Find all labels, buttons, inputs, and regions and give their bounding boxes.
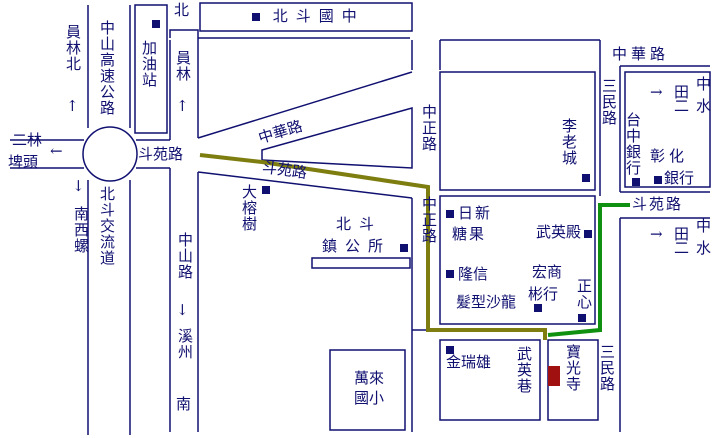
arrow-up-icon: ↑ <box>66 97 79 115</box>
arrow-right-icon: → <box>650 83 663 101</box>
label-sanmin-road-bottom: 三民路 <box>598 344 616 392</box>
label-douyuan-road-east: 斗苑路 <box>632 195 684 213</box>
marker-square <box>400 244 408 252</box>
label-longxin-line2: 髮型沙龍 <box>456 293 517 311</box>
jin-ruixiong-block <box>439 339 541 421</box>
label-shui-top: 水 <box>696 97 712 115</box>
marker-square <box>446 346 454 354</box>
label-nan-xiluo: 南西螺 <box>72 206 90 254</box>
shops-block <box>439 195 596 325</box>
label-tian-bottom: 田 <box>674 225 690 243</box>
marker-square <box>632 178 640 186</box>
label-shui-bottom: 水 <box>696 239 712 257</box>
label-xizhou: 溪州 <box>176 328 194 360</box>
bank-block <box>624 71 711 188</box>
marker-square <box>446 210 454 218</box>
label-wanlai-line2: 國小 <box>354 389 385 407</box>
label-beidou-junior-high: 北斗國中 <box>252 8 365 25</box>
top-road-connector <box>169 29 199 40</box>
label-zhengxin: 正心 <box>575 278 593 310</box>
marker-square <box>582 174 590 182</box>
label-yuanlin-bei: 員林北 <box>64 24 82 72</box>
temple-marker <box>548 366 560 386</box>
label-top-bei: 北 <box>174 1 190 19</box>
li-lao-city-block <box>439 71 596 191</box>
label-jin-ruixiong: 金瑞雄 <box>446 353 492 371</box>
label-pitou: 埤頭 <box>8 153 39 171</box>
zhonghua-road-top-edge <box>197 71 413 139</box>
label-big-banyan: 大榕樹 <box>240 184 258 232</box>
marker-square <box>252 13 260 21</box>
douyuan-road-bottom-edge <box>197 171 413 199</box>
label-town-office-line1: 北斗 <box>336 215 383 233</box>
marker-square <box>578 314 586 322</box>
label-yuanlin: 員林 <box>174 50 192 82</box>
route-olive <box>199 153 547 340</box>
label-longxin-line1: 隆信 <box>458 265 489 283</box>
label-tian-top: 田 <box>674 83 690 101</box>
label-gas-station: 加油站 <box>140 40 158 88</box>
label-er-top: 二 <box>674 97 690 115</box>
label-zhonghua-road-east: 中華路 <box>612 45 670 63</box>
label-douyuan-road-west: 斗苑路 <box>138 145 184 163</box>
beidou-junior-high-block <box>199 2 413 32</box>
label-rixin-line2: 糖果 <box>452 225 487 243</box>
roundabout <box>82 126 138 182</box>
label-erlin: 二林 <box>12 131 43 149</box>
wanlai-school-block <box>329 349 406 431</box>
marker-square <box>584 230 592 238</box>
label-zhong-bottom: 中 <box>696 217 712 235</box>
label-li-lao-city: 李老城 <box>560 118 578 166</box>
label-wanlai-line1: 萬來 <box>354 369 385 387</box>
label-beidou-interchange: 北斗交流道 <box>98 186 116 266</box>
town-office-block <box>311 257 411 269</box>
label-hongshang-line2: 彬行 <box>528 285 559 303</box>
label-rixin-line1: 日新 <box>458 204 493 222</box>
label-zhongzheng-road-top: 中正路 <box>420 104 438 152</box>
label-sanmin-road-top: 三民路 <box>600 78 618 126</box>
label-er-bottom: 二 <box>674 239 690 257</box>
arrow-left-icon: ← <box>50 142 63 160</box>
label-taichung-bank: 台中銀行 <box>624 112 642 176</box>
label-zhongzheng-road-bottom: 中正路 <box>420 196 438 244</box>
gas-station-block <box>134 4 168 134</box>
label-zhongshan-freeway: 中山高速公路 <box>98 20 116 116</box>
marker-square <box>534 304 542 312</box>
marker-square <box>654 176 662 184</box>
label-baoguang-temple: 寶光寺 <box>564 344 582 392</box>
arrow-down-icon: ↓ <box>176 301 189 319</box>
label-changhua-bank-line1: 彰化 <box>650 147 689 165</box>
label-wuying-hall: 武英殿 <box>536 223 582 241</box>
label-beidou-junior-high-text: 北斗國中 <box>272 7 365 25</box>
label-changhua-bank-line2: 銀行 <box>664 169 695 187</box>
route-green <box>547 203 630 337</box>
wedge-block <box>261 107 413 169</box>
arrow-up-icon: ↑ <box>176 97 189 115</box>
marker-square <box>152 20 160 28</box>
label-town-office-line2: 鎮公所 <box>322 237 392 255</box>
label-wuying-alley: 武英巷 <box>515 346 533 394</box>
marker-square <box>446 270 454 278</box>
label-zhong-top: 中 <box>696 75 712 93</box>
label-zhongshan-road: 中山路 <box>176 232 194 280</box>
arrow-right-icon: → <box>650 225 663 243</box>
marker-square <box>262 186 270 194</box>
arrow-down-icon: ↓ <box>72 177 85 195</box>
label-south: 南 <box>176 395 192 413</box>
label-hongshang-line1: 宏商 <box>532 263 563 281</box>
